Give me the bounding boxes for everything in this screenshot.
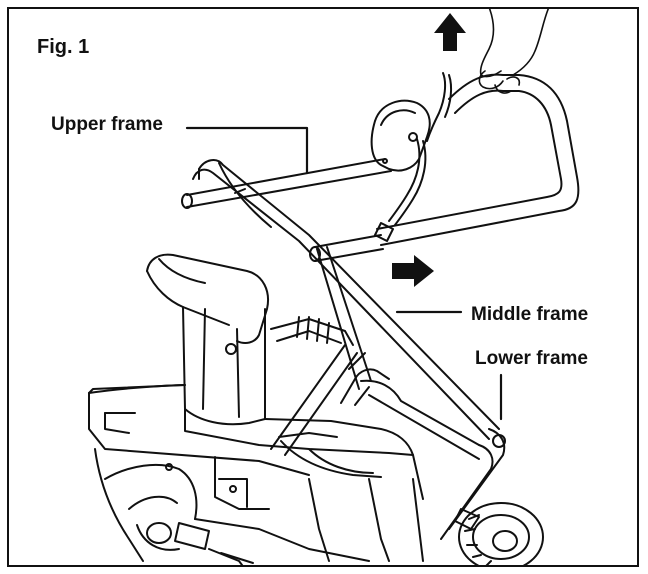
hand-icon bbox=[478, 9, 550, 94]
upper-frame-leader bbox=[185, 126, 309, 175]
lower-frame bbox=[360, 379, 506, 540]
label-middle-frame: Middle frame bbox=[471, 304, 589, 325]
upper-frame bbox=[181, 73, 580, 262]
leader-lines bbox=[185, 126, 503, 421]
discharge-chute bbox=[146, 253, 358, 456]
wheel bbox=[458, 502, 544, 565]
switch-box bbox=[370, 72, 453, 242]
right-arrow-icon bbox=[392, 255, 434, 287]
snow-thrower-illustration bbox=[88, 9, 580, 565]
middle-frame bbox=[192, 159, 500, 440]
figure-title: Fig. 1 bbox=[37, 36, 90, 58]
figure-frame: Fig. 1 Upper frame Middle frame Lower fr… bbox=[7, 7, 639, 567]
label-lower-frame: Lower frame bbox=[475, 348, 588, 369]
housing bbox=[88, 352, 424, 565]
up-arrow-icon bbox=[434, 13, 466, 51]
label-upper-frame: Upper frame bbox=[51, 114, 163, 135]
